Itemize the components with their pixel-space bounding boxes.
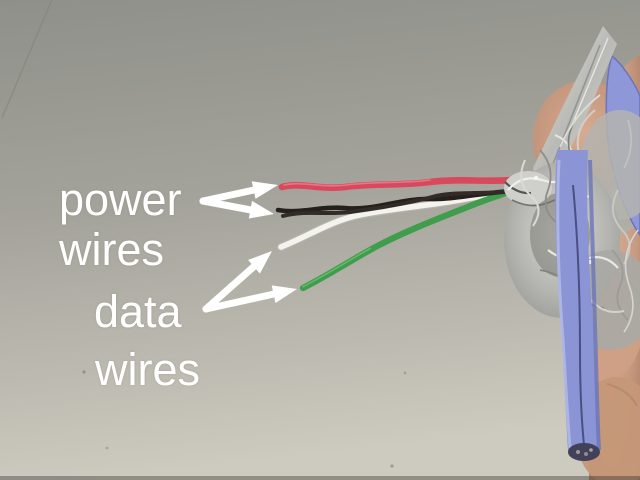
data-label-line2: wires bbox=[95, 344, 201, 395]
braid-strand bbox=[559, 94, 601, 148]
power-wires-arrows bbox=[199, 181, 278, 219]
power-arrow-upper-head bbox=[251, 181, 278, 199]
foil-glint bbox=[569, 37, 609, 131]
braid-strand bbox=[520, 159, 540, 227]
braid-glint bbox=[533, 175, 539, 181]
green-wire-highlight bbox=[302, 247, 371, 288]
surface-speck bbox=[82, 370, 86, 374]
wire-fan bbox=[275, 175, 526, 292]
braid-strand bbox=[623, 119, 632, 169]
finger-crease bbox=[606, 383, 638, 407]
power-label-line2: wires bbox=[59, 224, 165, 275]
data-arrow-upper-head bbox=[248, 251, 272, 274]
jacket-cut-end bbox=[568, 443, 600, 461]
data-wires-arrows bbox=[202, 251, 297, 313]
surface-speck bbox=[403, 371, 407, 375]
data-arrow-lower-shaft bbox=[202, 290, 278, 313]
black-power-wire-strand bbox=[281, 187, 520, 218]
braid-strand bbox=[539, 149, 559, 225]
data-arrow-upper-shaft bbox=[202, 262, 258, 313]
power-arrow-lower-head bbox=[248, 200, 274, 219]
surface-speck bbox=[390, 464, 394, 468]
braid-strand bbox=[611, 189, 631, 265]
black-power-wire bbox=[275, 188, 521, 214]
power-label-line1: power bbox=[59, 174, 182, 225]
cut-end-strand bbox=[589, 448, 593, 452]
tile-seam-line bbox=[1, 0, 53, 119]
red-power-wire bbox=[278, 175, 526, 191]
data-label-line1: data bbox=[94, 286, 182, 337]
data-arrow-lower-head bbox=[271, 285, 297, 303]
jacket-highlight bbox=[556, 159, 572, 449]
green-data-wire bbox=[299, 185, 523, 292]
jacket-shadow bbox=[588, 159, 601, 451]
surface-speck bbox=[105, 446, 109, 450]
power-arrow-lower-shaft bbox=[199, 197, 255, 214]
red-wire-highlight bbox=[283, 179, 431, 187]
braid-strand bbox=[623, 229, 639, 333]
jacket-slit bbox=[572, 184, 585, 446]
braid-strand bbox=[611, 249, 629, 321]
bottom-edge-shade bbox=[0, 476, 640, 480]
cut-end-strand bbox=[576, 450, 580, 454]
braid-strand bbox=[599, 139, 629, 203]
cut-end-strand bbox=[584, 452, 588, 456]
